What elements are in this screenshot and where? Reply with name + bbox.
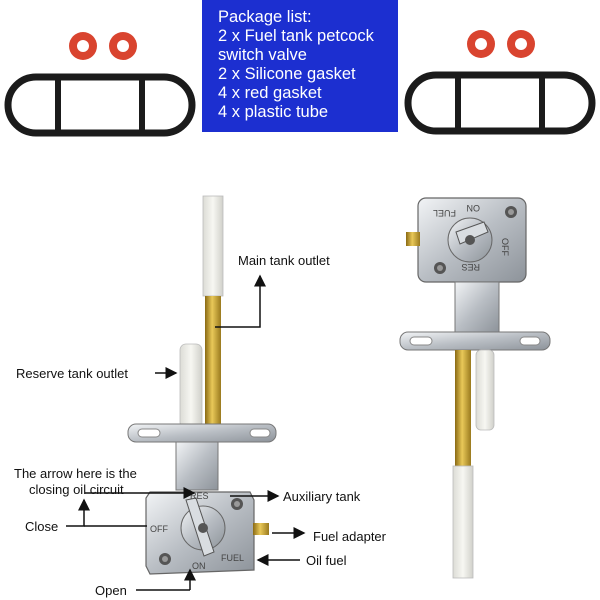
label-close: Close: [25, 519, 59, 534]
package-list: Package list: 2 x Fuel tank petcock swit…: [202, 0, 398, 132]
label-reserve-tank-outlet: Reserve tank outlet: [16, 366, 129, 381]
callout-lines: [66, 274, 306, 591]
label-arrow-note-2: closing oil circuit: [29, 482, 124, 497]
label-auxiliary-tank: Auxiliary tank: [283, 489, 361, 504]
label-main-tank-outlet: Main tank outlet: [238, 253, 330, 268]
label-fuel-adapter: Fuel adapter: [313, 529, 386, 544]
package-list-title: Package list:: [218, 8, 312, 26]
red-gasket-right-1: [467, 30, 495, 58]
svg-text:ON: ON: [467, 203, 481, 213]
package-item: 2 x Fuel tank petcock: [218, 27, 374, 45]
svg-text:OFF: OFF: [500, 238, 510, 256]
valve-mark-res: RES: [190, 491, 209, 501]
svg-text:RES: RES: [461, 262, 480, 272]
silicone-gasket-right: [404, 71, 596, 135]
package-item: 4 x red gasket: [218, 84, 322, 102]
petcock-right: FUEL OFF RES ON: [399, 197, 551, 579]
label-oil-fuel: Oil fuel: [306, 553, 347, 568]
svg-text:FUEL: FUEL: [433, 208, 456, 218]
package-item: 4 x plastic tube: [218, 103, 329, 121]
valve-mark-on: ON: [192, 561, 206, 571]
red-gasket-left-1: [69, 32, 97, 60]
label-arrow-note-1: The arrow here is the: [14, 466, 137, 481]
label-open: Open: [95, 583, 127, 598]
valve-mark-fuel: FUEL: [221, 553, 244, 563]
package-item: switch valve: [218, 46, 307, 64]
silicone-gasket-left: [4, 73, 196, 137]
red-gasket-right-2: [507, 30, 535, 58]
valve-mark-off: OFF: [150, 524, 168, 534]
package-item: 2 x Silicone gasket: [218, 65, 356, 83]
red-gasket-left-2: [109, 32, 137, 60]
petcock-left: RES OFF ON FUEL: [127, 195, 277, 575]
